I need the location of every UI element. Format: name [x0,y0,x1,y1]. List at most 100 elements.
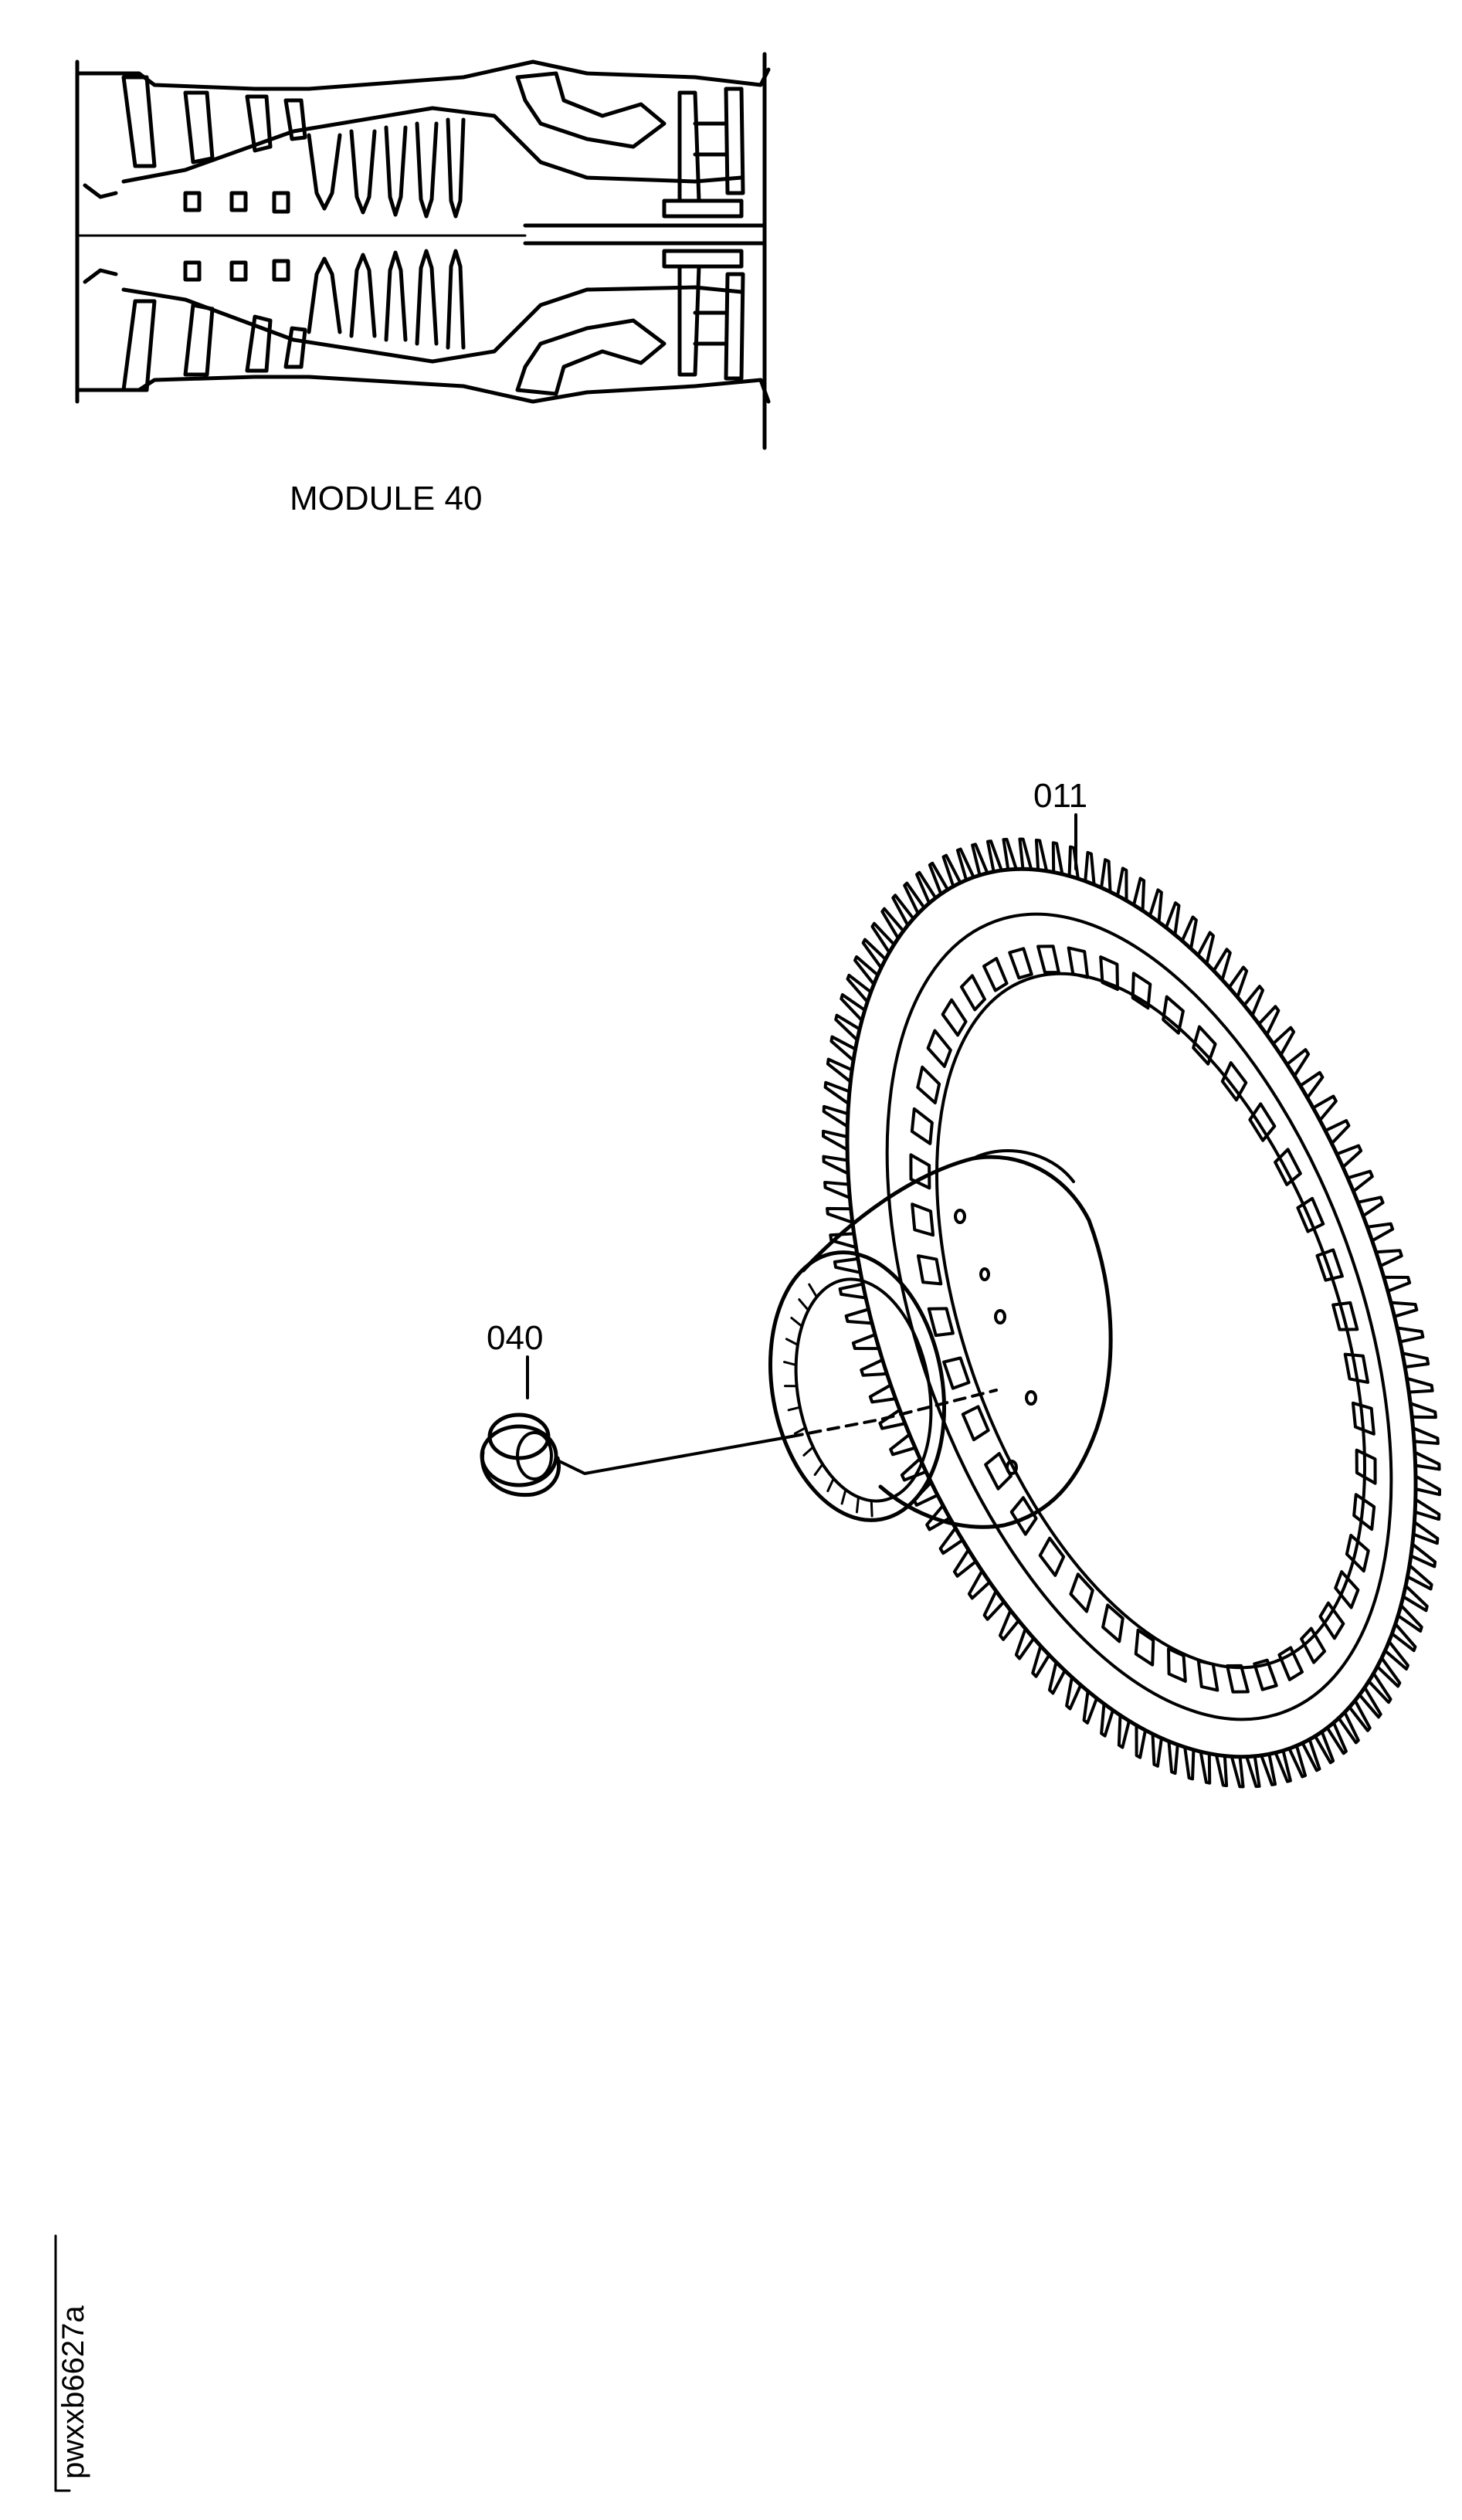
castellation-notch [926,1029,952,1068]
castellation-notch [910,1107,934,1145]
gear-tooth [1031,1644,1051,1678]
gear-tooth [1383,1640,1409,1671]
gear-tooth [833,1257,863,1274]
castellation-notch [1162,995,1185,1035]
castellation-notch [1315,1248,1344,1282]
castellation-notch [1277,1646,1304,1681]
castellation-notch [959,974,986,1012]
gear-tooth [870,921,896,955]
engine-cross-section [75,52,771,450]
castellation-notch [941,998,968,1037]
gear-tooth [823,1080,851,1106]
castellation-notch [1008,947,1033,980]
gear-tooth [1311,1094,1338,1122]
gear-tooth [1401,1584,1429,1613]
gear-tooth [938,1526,965,1555]
gear-tooth [1230,1755,1245,1789]
gear-tooth [851,1333,881,1351]
gear-tooth [1271,1026,1296,1057]
castellation-notch [1038,1536,1066,1577]
gear-tooth [955,847,975,882]
gear-tooth [844,1307,874,1325]
gear-tooth [1409,1402,1437,1419]
gear-tooth [1018,837,1033,871]
castellation-notch [1131,972,1152,1010]
castellation-notch [911,1202,935,1237]
gear-tooth [1148,888,1163,924]
hub-bore-outer [768,1250,947,1522]
spline-tooth [870,1499,873,1518]
gear-tooth [891,894,915,928]
gear-tooth [1164,901,1181,937]
spline-tooth [840,1488,847,1505]
gear-tooth [1082,1689,1099,1725]
plug-cap [480,1413,561,1497]
castellation-notch [1009,1496,1038,1536]
callout-040-label: 040 [487,1319,543,1357]
gear-tooth [880,907,905,940]
gear-tooth [840,993,867,1023]
gear-tooth [1285,1048,1311,1078]
gear-tooth [1117,1713,1131,1749]
module-caption: MODULE 40 [290,480,482,517]
gear-tooth [1335,1144,1363,1169]
gear-tooth [834,1013,862,1042]
gear-tooth [1400,1352,1430,1369]
spline-tooth [813,1463,824,1477]
gear-tooth [1242,985,1265,1017]
gear-tooth [1135,1723,1148,1759]
figure-id-bracket [54,2234,71,2492]
gear-tooth [1051,841,1064,876]
gear-tooth [1287,1744,1308,1779]
gear-tooth [952,1548,978,1578]
gear-tooth [1260,1752,1277,1786]
castellation-notch [1134,1628,1155,1667]
callout-011-label: 011 [1033,777,1087,815]
gear-tooth [1084,850,1096,887]
gear-tooth [826,1206,854,1224]
gear-tooth [822,1155,850,1175]
gear-tooth [967,1569,992,1600]
castellation-notch [1069,1572,1094,1613]
spline-tooth [787,1406,802,1412]
gear-tooth [861,938,887,970]
gear-tooth [1301,1738,1321,1772]
gear-tooth [1274,1748,1292,1783]
gear-tooth [1100,1702,1115,1738]
spline-tooth [802,1446,815,1457]
gear-tooth [1346,1169,1374,1193]
spline-tooth [808,1283,819,1298]
gear-tooth [982,1589,1006,1621]
gear-tooth [1413,1450,1441,1471]
gear-tooth [985,839,1003,873]
gear-tooth [1214,1753,1229,1788]
gear-tooth [846,973,873,1004]
gear-tooth [860,1358,889,1377]
gear-tooth [1002,837,1018,872]
gear-tooth [822,1129,850,1151]
gear-tooth [1374,1249,1403,1268]
gear-tooth [1151,1732,1163,1768]
castellation-notch [1101,1603,1124,1643]
gear-tooth [1065,1675,1083,1711]
castellation-notch [984,1452,1013,1491]
gear-tooth [823,1180,852,1199]
gear-tooth [1409,1542,1437,1569]
gear-tooth [1413,1497,1441,1521]
gear-tooth [1396,1603,1423,1633]
gear-tooth [1115,867,1128,903]
castellation-notch [909,1153,931,1190]
hub-bore-inner [794,1277,933,1503]
gear-tooth [1196,931,1216,965]
gear-tooth [928,861,950,896]
gear-tooth [1014,1626,1036,1660]
castellation-notch [1220,1061,1248,1102]
gear-tooth [1212,948,1232,982]
castellation-notch [1036,945,1060,975]
gear-tooth [1323,1119,1351,1145]
gear-tooth [868,1383,897,1404]
gear-tooth [1382,1275,1412,1293]
gear-tooth [941,853,962,888]
gear-tooth [1406,1563,1433,1591]
